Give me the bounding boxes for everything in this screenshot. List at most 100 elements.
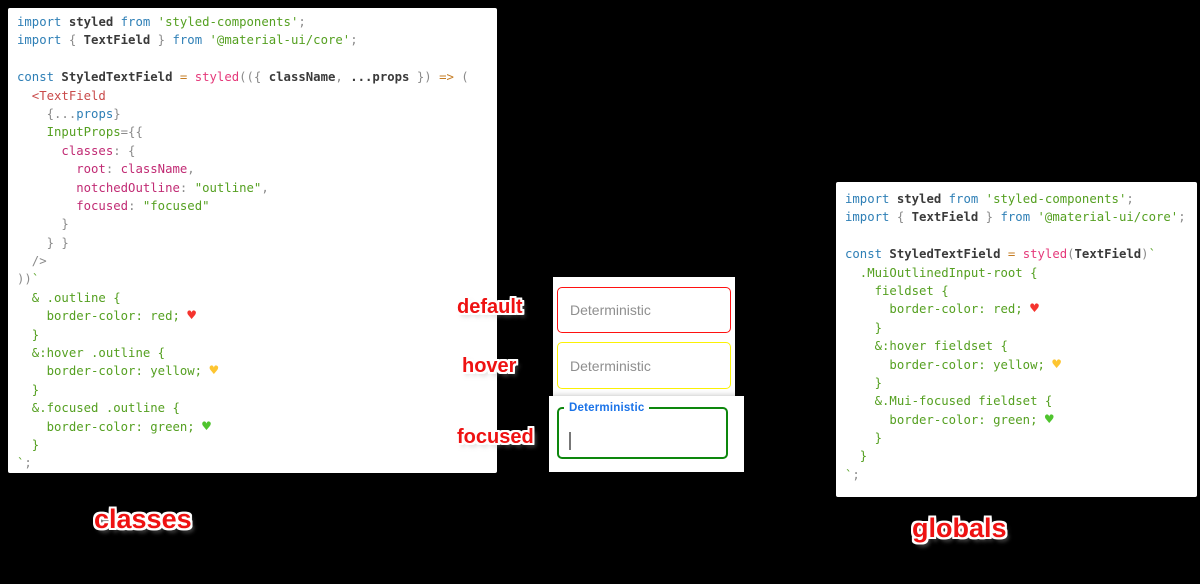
code-token: )) — [17, 272, 32, 287]
code-line: } — [845, 374, 1197, 392]
code-token: ; — [350, 33, 358, 48]
code-token: => — [439, 70, 454, 85]
text-cursor — [569, 432, 571, 450]
code-token: border-color: yellow; — [17, 364, 210, 379]
code-token: ; — [852, 467, 860, 482]
code-token: border-color: green; — [845, 412, 1045, 427]
annotation-default: default — [457, 296, 523, 318]
code-token: props — [76, 106, 114, 121]
annotation-hover: hover — [462, 355, 517, 377]
annotation-globals: globals — [912, 513, 1007, 543]
code-token: from — [1000, 210, 1031, 225]
code-line: const StyledTextField = styled(TextField… — [845, 245, 1197, 263]
code-line: import styled from 'styled-components'; — [17, 13, 497, 31]
code-token: border-color: green; — [17, 419, 203, 434]
code-line: &:hover fieldset { — [845, 337, 1197, 355]
code-line: /> — [17, 252, 497, 270]
code-line: root: className, — [17, 160, 497, 178]
code-token: styled — [889, 192, 949, 206]
code-block-globals: import styled from 'styled-components'; i… — [836, 182, 1197, 497]
code-token: } — [113, 106, 121, 121]
code-line: border-color: green; ♥ — [17, 418, 497, 436]
textfield-focused[interactable]: Deterministic — [557, 402, 728, 459]
code-line: } — [17, 215, 497, 233]
code-line: import { TextField } from '@material-ui/… — [17, 31, 497, 49]
code-token: ) — [1141, 247, 1149, 262]
code-token: = — [179, 70, 188, 85]
code-token: }) — [409, 70, 440, 85]
code-token: } — [17, 327, 40, 342]
code-token: StyledTextField — [882, 247, 1008, 262]
code-token: root — [17, 162, 106, 177]
code-token: from — [120, 15, 151, 29]
textfield-hover[interactable] — [557, 342, 731, 389]
code-token: ; — [1126, 192, 1134, 206]
code-line: &.Mui-focused fieldset { — [845, 392, 1197, 410]
code-token: } — [150, 33, 173, 48]
code-line: .MuiOutlinedInput-root { — [845, 264, 1197, 282]
code-token: &:hover .outline { — [17, 346, 166, 361]
code-token: } — [978, 210, 1001, 225]
code-token: '@material-ui/core' — [1030, 210, 1179, 225]
code-token: ` — [31, 272, 40, 287]
code-line: InputProps={{ — [17, 123, 497, 141]
code-token: from — [172, 33, 203, 48]
code-token: styled — [1015, 247, 1068, 262]
code-token: border-color: yellow; — [845, 357, 1053, 372]
code-line: fieldset { — [845, 282, 1197, 300]
code-line: border-color: red; ♥ — [17, 307, 497, 325]
code-line: } — [845, 429, 1197, 447]
code-token: ` — [1148, 247, 1156, 262]
code-token: import — [17, 15, 62, 29]
code-token: '@material-ui/core' — [202, 33, 351, 48]
code-token: = — [1007, 247, 1016, 262]
code-token: InputProps — [17, 125, 121, 140]
code-line: & .outline { — [17, 289, 497, 307]
code-line: border-color: green; ♥ — [845, 411, 1197, 429]
green-heart-icon: ♥ — [202, 418, 211, 435]
yellow-heart-icon: ♥ — [1052, 356, 1062, 373]
code-line: border-color: yellow; ♥ — [17, 362, 497, 380]
code-token: StyledTextField — [54, 70, 180, 85]
code-token: import — [845, 192, 890, 206]
code-token: 'styled-components' — [978, 192, 1127, 206]
code-token: "outline" — [194, 180, 262, 195]
code-line: &:hover .outline { — [17, 344, 497, 362]
code-token: .MuiOutlinedInput-root { — [845, 265, 1038, 280]
yellow-heart-icon: ♥ — [209, 363, 219, 380]
code-token: import — [845, 210, 890, 225]
code-token: , — [187, 162, 195, 177]
code-token: ` — [17, 456, 25, 471]
textfield-default[interactable] — [557, 287, 731, 333]
code-token: : — [179, 180, 195, 195]
code-token: border-color: red; — [17, 309, 188, 324]
code-token: } — [845, 320, 883, 335]
code-token: ={{ — [120, 125, 143, 140]
code-line — [17, 50, 497, 68]
code-token: ...props — [350, 70, 410, 85]
textfield-focused-label: Deterministic — [569, 402, 645, 414]
annotation-classes: classes — [94, 504, 192, 534]
code-line: } — [845, 447, 1197, 465]
code-token: focused — [17, 198, 129, 213]
code-token: &:hover fieldset { — [845, 339, 1008, 354]
red-heart-icon: ♥ — [187, 308, 197, 325]
code-line: &.focused .outline { — [17, 399, 497, 417]
code-token: fieldset { — [845, 283, 949, 298]
code-token: "focused" — [142, 198, 210, 213]
code-token: notchedOutline — [17, 180, 180, 195]
code-token: } — [17, 437, 40, 452]
code-token: ; — [1178, 210, 1186, 225]
code-line: } — [17, 326, 497, 344]
code-token: { — [61, 33, 84, 48]
code-line: classes: { — [17, 142, 497, 160]
code-line — [845, 227, 1197, 245]
green-heart-icon: ♥ — [1044, 411, 1054, 428]
code-line: focused: "focused" — [17, 197, 497, 215]
code-token: TextField — [911, 210, 979, 225]
code-token: } — [845, 431, 883, 446]
code-token: , — [335, 70, 351, 85]
code-token: TextField — [1074, 247, 1142, 262]
code-token: <TextField — [17, 88, 106, 103]
